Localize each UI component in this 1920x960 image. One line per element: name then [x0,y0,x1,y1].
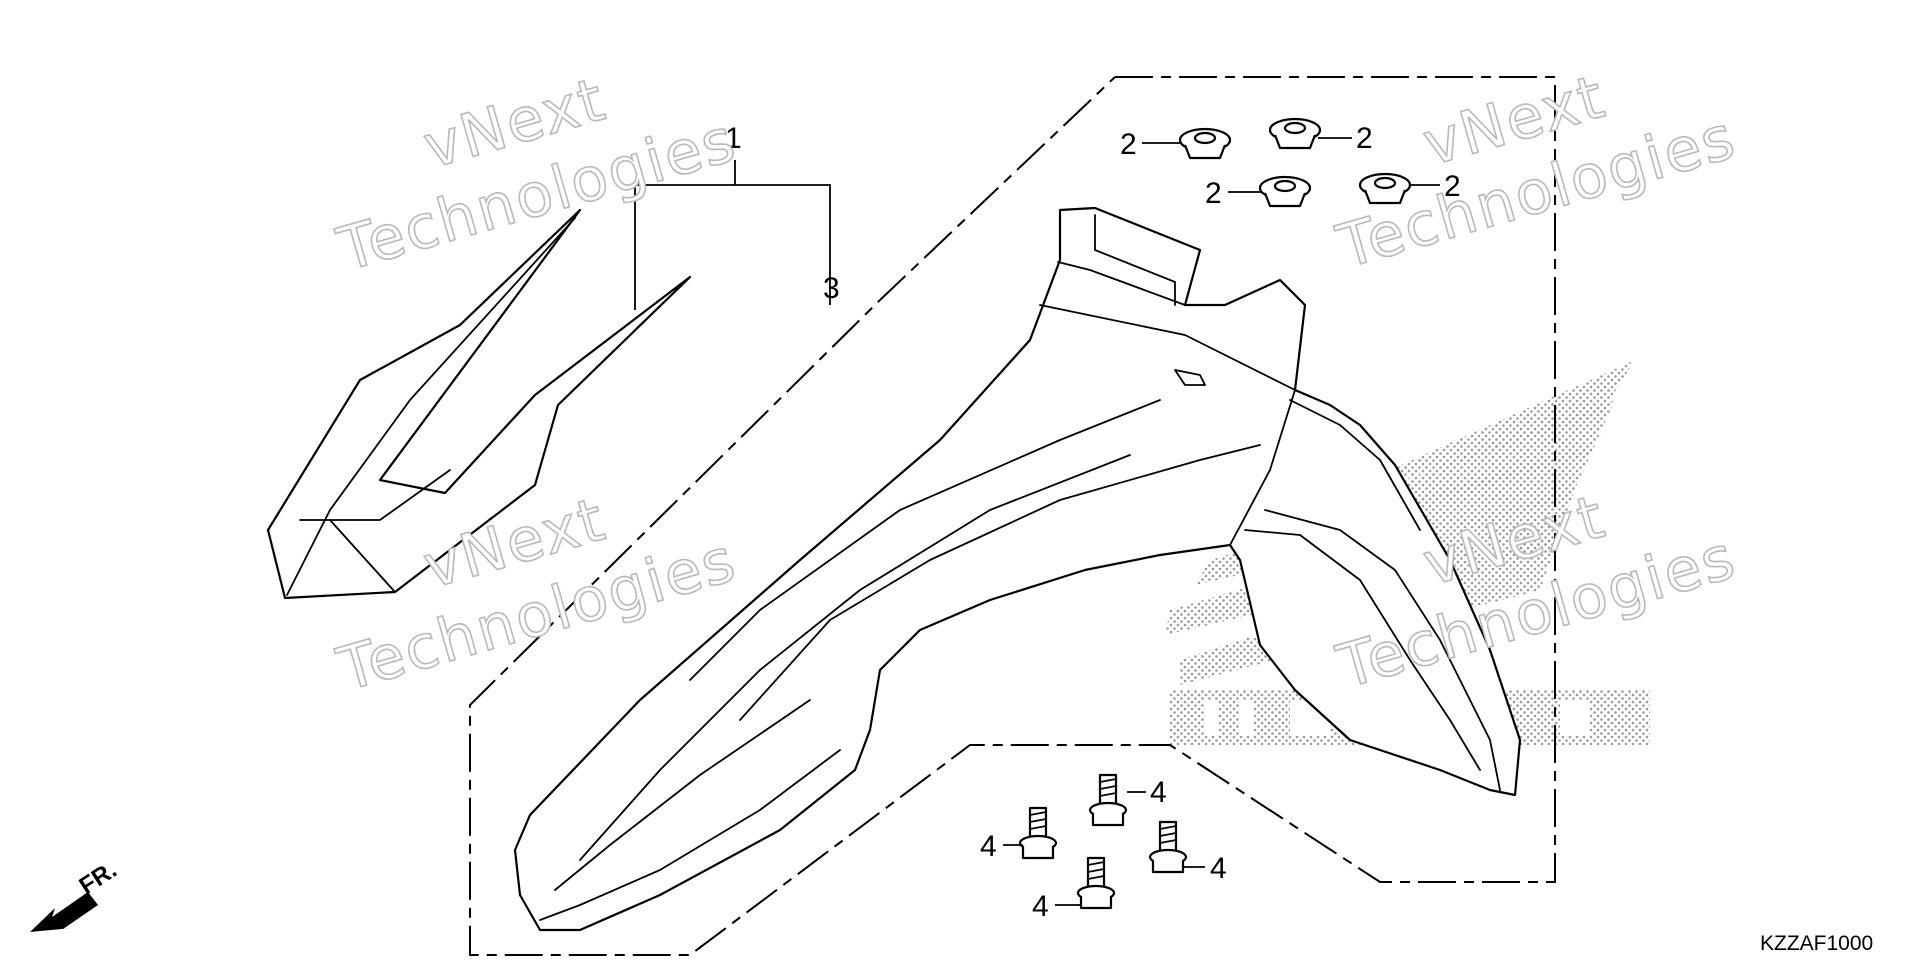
front-fender [513,206,1522,932]
flange-bolt-2 [1088,773,1128,827]
callout-2b: 2 [1356,122,1373,155]
callout-2a: 2 [1120,128,1137,161]
flange-bolt-1 [1018,806,1058,860]
callout-4b: 4 [980,830,997,863]
diagram-code: KZZAF1000 [1760,932,1873,955]
callout-2d: 2 [1444,170,1461,203]
callout-3: 3 [823,272,840,305]
direction-label: FR. [75,856,122,900]
leader-lines [634,137,1440,906]
emblem-decal [266,208,692,600]
callout-4a: 4 [1150,776,1167,809]
watermark-top-right: vNext Technologies [1329,61,1744,284]
assembly-boundary [469,76,1556,956]
flange-bolt-4 [1076,856,1116,910]
flange-bolt-3 [1148,820,1188,874]
arrow-down-left-icon [30,892,98,932]
callout-4d: 4 [1032,890,1049,923]
callout-2c: 2 [1205,177,1222,210]
callout-4c: 4 [1210,852,1227,885]
watermark-top-left: vNext Technologies [329,64,744,287]
grommet-4 [1358,172,1412,205]
callout-1: 1 [725,122,742,155]
grommet-1 [1178,127,1232,160]
grommet-3 [1258,175,1312,208]
grommet-2 [1268,117,1322,150]
